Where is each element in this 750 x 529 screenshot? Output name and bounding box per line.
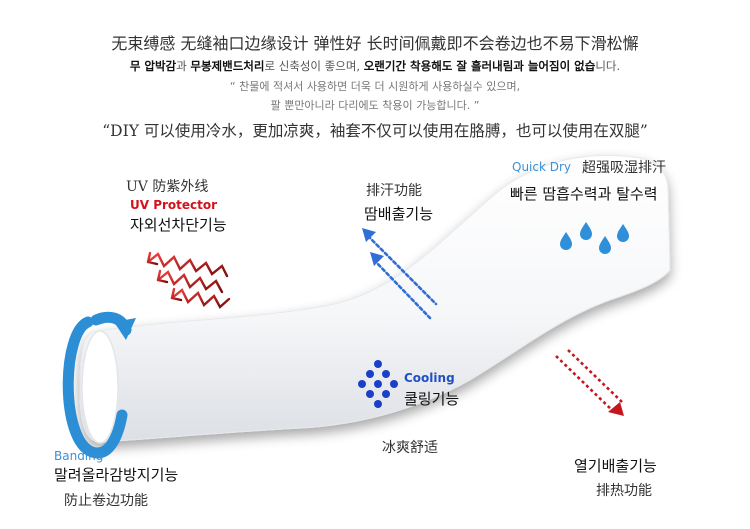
uv-label-kr: 자외선차단기능 [130,216,227,234]
kr-part-6: 니다. [595,59,621,73]
sweat-label-kr: 땀배출기능 [364,205,434,223]
banding-label-cn: 防止卷边功能 [64,493,148,509]
sweat-vent-arrows-icon [366,234,438,320]
sweat-label-cn: 排汗功能 [366,183,422,199]
quickdry-label-kr: 빠른 땀흡수력과 탈수력 [510,185,658,203]
banding-label-kr: 말려올라감방지기능 [54,466,179,484]
header-line-cn: 无束缚感 无缝袖口边缘设计 弹性好 长时间佩戴即不会卷边也不易下滑松懈 [111,34,639,53]
kr-part-5: 오랜기간 착용해도 잘 흘러내림과 늘어짐이 없습 [363,59,596,73]
banding-label-en: Banding [54,449,104,463]
cooling-label-cn: 冰爽舒适 [382,440,438,456]
cooling-label-en: Cooling [404,371,455,385]
uv-rays-icon [146,251,231,309]
kr-part-2: 과 [176,59,191,73]
kr-part-3: 무봉제밴드처리 [190,59,265,73]
sleeve-cuff [81,330,119,444]
heat-label-cn: 排热功能 [596,483,652,499]
rotate-arrow-icon [62,311,136,459]
header-quote-kr-1: “ 찬물에 적셔서 사용하면 더욱 더 시원하게 사용하실수 있으며, [229,80,521,93]
header-line-kr-bold: 무 압박감과 무봉제밴드처리로 신축성이 좋으며, 오랜기간 착용해도 잘 흘러… [0,58,750,74]
header-quote-cn: “DIY 可以使用冷水，更加凉爽，袖套不仅可以使用在胳膊，也可以使用在双腿” [102,122,648,140]
quickdry-label-cn: 超强吸湿排汗 [582,160,666,176]
heat-vent-arrow-icon [555,349,624,416]
water-drops-icon [560,222,629,254]
quickdry-label-en: Quick Dry [512,160,572,174]
heat-label-kr: 열기배출기능 [574,457,657,475]
uv-label-en: UV Protector [130,198,218,212]
kr-part-4: 로 신축성이 좋으며, [264,59,364,73]
header-quote-kr-2: 팔 뿐만아니라 다리에도 착용이 가능합니다. ” [270,99,480,112]
cooling-label-kr: 쿨링기능 [404,390,460,408]
uv-label-cn: UV 防紫外线 [126,179,209,195]
cooling-dots-icon [358,360,398,408]
kr-part-1: 무 압박감 [129,59,177,73]
